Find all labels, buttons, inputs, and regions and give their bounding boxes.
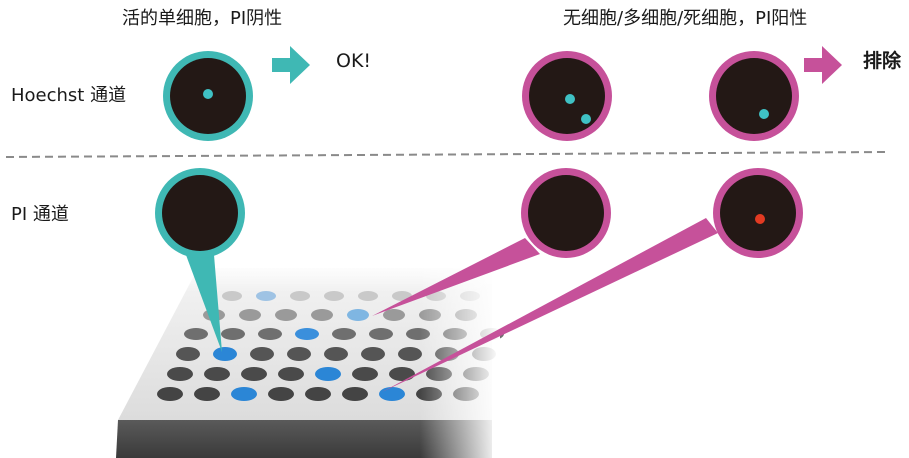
plate-well	[287, 347, 311, 361]
plate-well	[342, 387, 368, 401]
plate-well-hit	[315, 367, 341, 381]
plate-well	[352, 367, 378, 381]
plate-well	[268, 387, 294, 401]
pointer-live-well	[186, 255, 222, 352]
arrow-right-icon	[804, 46, 842, 84]
plate-well-hit	[213, 347, 237, 361]
plate-well	[221, 328, 245, 340]
pointer-dead-well	[382, 218, 718, 392]
pi-well-dead	[713, 168, 803, 258]
plate-well	[358, 291, 378, 301]
plate-front-face	[116, 420, 492, 458]
nucleus-dot	[565, 94, 575, 104]
plate-well	[324, 347, 348, 361]
plate-well	[167, 367, 193, 381]
nucleus-dot	[581, 114, 591, 124]
plate-well-hit	[347, 309, 369, 321]
exclude-label: 排除	[863, 50, 902, 72]
hoechst-well-live	[163, 51, 253, 141]
plate-fade-right	[420, 262, 500, 458]
plate-well	[398, 347, 422, 361]
plate-well	[389, 367, 415, 381]
plate-well	[204, 367, 230, 381]
channel-divider	[5, 151, 887, 158]
live-cell-caption: 活的单细胞，PI阴性	[122, 8, 283, 29]
plate-well-hit	[231, 387, 257, 401]
pi-channel-label: PI 通道	[11, 204, 69, 225]
hoechst-well-dead	[709, 51, 799, 141]
plate-well	[290, 291, 310, 301]
arrow-right-icon	[272, 46, 310, 84]
plate-well	[250, 347, 274, 361]
reject-cell-caption: 无细胞/多细胞/死细胞，PI阳性	[563, 8, 808, 29]
plate-well	[305, 387, 331, 401]
plate-well-hit	[379, 387, 405, 401]
plate-well	[332, 328, 356, 340]
plate-well	[239, 309, 261, 321]
plate-well	[324, 291, 344, 301]
plate-well	[275, 309, 297, 321]
plate-well-hit	[256, 291, 276, 301]
pi-stain-dot	[755, 214, 765, 224]
plate-well	[361, 347, 385, 361]
plate-well-hit	[295, 328, 319, 340]
ok-label: OK!	[336, 50, 372, 72]
plate-well	[311, 309, 333, 321]
pi-well-live	[155, 168, 245, 258]
nucleus-dot	[759, 109, 769, 119]
plate-well	[278, 367, 304, 381]
plate-well	[176, 347, 200, 361]
plate-well	[258, 328, 282, 340]
pi-well-empty	[521, 168, 611, 258]
hoechst-well-multi	[522, 51, 612, 141]
plate-well	[241, 367, 267, 381]
plate-well	[194, 387, 220, 401]
plate-well	[184, 328, 208, 340]
plate-well	[222, 291, 242, 301]
plate-well	[157, 387, 183, 401]
plate-well	[383, 309, 405, 321]
pointer-empty-well	[372, 238, 540, 316]
nucleus-dot	[203, 89, 213, 99]
plate-well	[369, 328, 393, 340]
hoechst-channel-label: Hoechst 通道	[11, 85, 127, 106]
